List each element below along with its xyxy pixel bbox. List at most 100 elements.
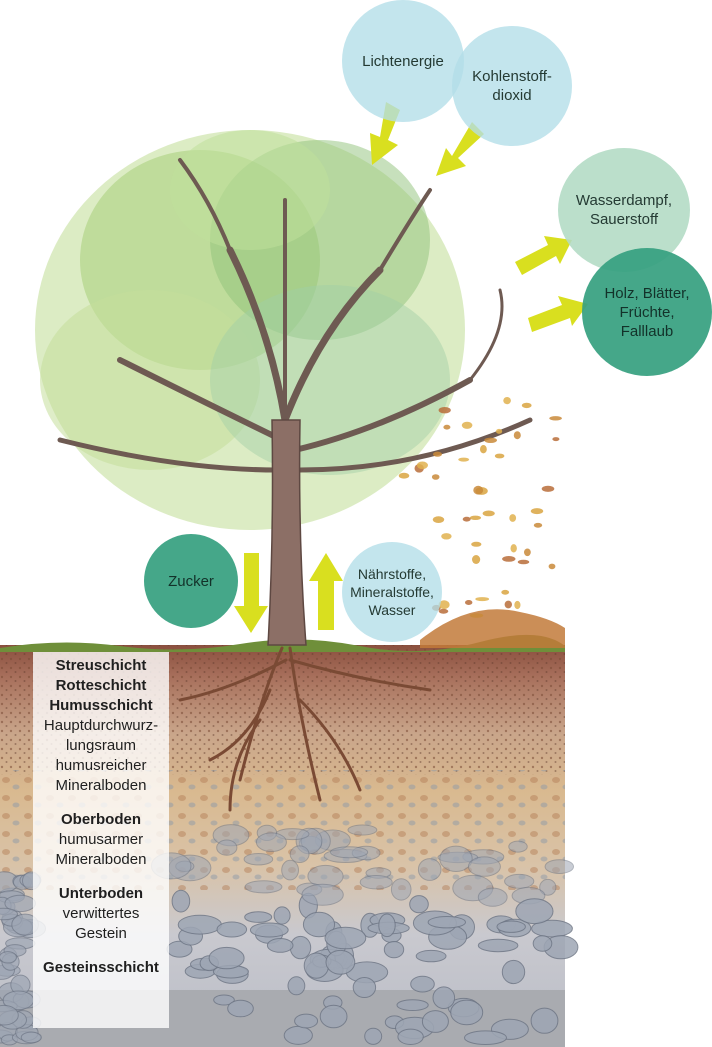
falling-leaf (438, 608, 449, 614)
stone (0, 951, 17, 964)
bubble-wood-leaves-fruit: Holz, Blätter, Früchte, Falllaub (582, 248, 712, 376)
rock-stones (0, 824, 579, 1046)
falling-leaf (530, 508, 544, 515)
tree-branches (57, 158, 533, 473)
bubble-nutrients-label: Nährstoffe, Mineralstoffe, Wasser (350, 566, 434, 618)
falling-leaf (438, 600, 450, 610)
arrow-wood-out (528, 296, 588, 332)
stone (289, 935, 312, 960)
stone (255, 832, 287, 853)
stone (289, 845, 310, 864)
stone (427, 916, 466, 929)
stone (467, 856, 501, 877)
stone (347, 824, 378, 836)
legend-decomposition-layer: Rotteschicht (55, 677, 147, 694)
falling-leaf (484, 437, 497, 443)
arrow-sugar-down (234, 553, 268, 633)
stone (287, 976, 306, 996)
stone (303, 952, 330, 979)
stone (171, 889, 191, 913)
stone (325, 949, 356, 975)
stone (281, 859, 300, 881)
falling-leaf (510, 544, 517, 553)
falling-leaf (494, 453, 505, 459)
falling-leaf (473, 485, 484, 495)
falling-leaf (496, 428, 503, 434)
stone (515, 898, 554, 925)
arrow-vapor-out (515, 236, 572, 275)
stone (208, 946, 245, 970)
falling-leaf (433, 451, 442, 457)
stone (216, 839, 238, 856)
falling-leaf (541, 485, 555, 492)
falling-leaf (443, 424, 451, 430)
falling-leaf (482, 510, 495, 517)
bubble-carbon-dioxide: Kohlenstoff- dioxid (452, 26, 572, 146)
stone (477, 887, 508, 907)
stone (501, 959, 526, 985)
stone (415, 949, 447, 963)
stone (450, 999, 484, 1026)
stone (544, 859, 574, 874)
stone (266, 938, 294, 953)
falling-leaf (549, 416, 562, 421)
falling-leaf (472, 555, 481, 564)
legend-topsoil-description: humusarmer Mineralboden (55, 831, 147, 868)
stone (301, 883, 344, 906)
leaf-litter-pile (420, 609, 565, 648)
legend-humus-layer: Humusschicht (49, 697, 153, 714)
stone (439, 845, 473, 872)
stone (294, 1013, 319, 1029)
flow-arrows (234, 102, 588, 633)
legend-humus-description: Hauptdurchwurz- lungsraum humusreicher M… (43, 717, 159, 794)
legend-bedrock: Gesteinsschicht (43, 959, 159, 976)
bubble-light-energy: Lichtenergie (342, 0, 464, 122)
falling-leaf (432, 516, 445, 523)
stone (324, 926, 367, 950)
legend-topsoil: Oberboden (60, 811, 141, 828)
falling-leaf (533, 522, 543, 528)
stone (378, 913, 396, 938)
stone (302, 911, 336, 938)
falling-leaf (441, 533, 452, 540)
falling-leaf (513, 431, 521, 440)
falling-leaf (504, 600, 512, 609)
falling-leaf (501, 589, 510, 595)
bubble-nutrients: Nährstoffe, Mineralstoffe, Wasser (342, 542, 442, 642)
bubble-water-vapor-oxygen-label: Wasserdampf, Sauerstoff (575, 192, 673, 228)
stone (464, 1030, 507, 1045)
stone (396, 999, 429, 1011)
stone (319, 1004, 348, 1029)
stone (243, 853, 274, 866)
stone (216, 921, 248, 938)
stone (352, 977, 377, 998)
falling-leaf (503, 397, 511, 405)
stone (432, 986, 456, 1010)
falling-leaf (461, 421, 473, 429)
falling-leaf (465, 600, 473, 605)
falling-leaf (509, 514, 517, 522)
stone (244, 911, 273, 923)
arrow-nutrients-up (309, 553, 343, 630)
falling-leaf (458, 457, 470, 462)
stone (20, 1031, 42, 1044)
stone (417, 858, 442, 881)
falling-leaf (548, 563, 556, 570)
soil-layer-legend: Streuschicht Rotteschicht Humusschicht H… (33, 652, 169, 1028)
legend-litter-layer: Streuschicht (55, 657, 147, 674)
stone (508, 840, 528, 853)
falling-leaf (469, 515, 482, 520)
falling-leaf (416, 461, 428, 470)
falling-leaf (480, 445, 487, 454)
falling-leaf (431, 474, 440, 480)
bubble-light-energy-label: Lichtenergie (362, 52, 444, 70)
stone (397, 1028, 424, 1046)
falling-leaf (438, 407, 451, 414)
falling-leaf (502, 556, 516, 562)
stone (421, 1010, 449, 1033)
falling-leaf (469, 613, 484, 618)
falling-leaf (475, 597, 490, 602)
stone (244, 880, 283, 894)
